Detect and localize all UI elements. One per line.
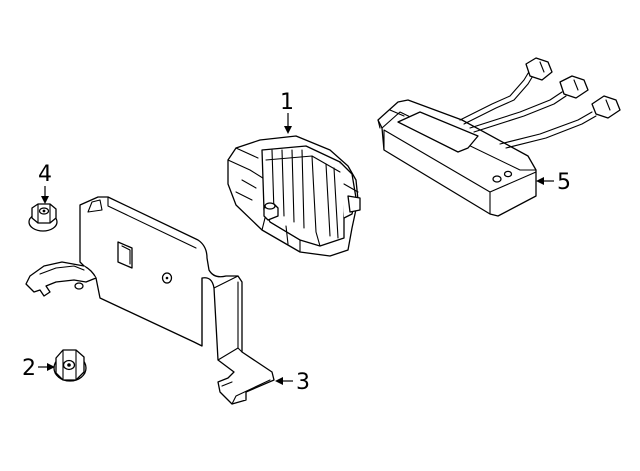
- flange-nut-bottom-part: [53, 349, 87, 382]
- callout-4: 4: [38, 162, 52, 187]
- callout-5: 5: [557, 170, 571, 195]
- callout-1: 1: [280, 90, 294, 115]
- callout-3: 3: [296, 370, 310, 395]
- callout-leaders: [38, 113, 554, 385]
- bracket-part: [25, 196, 275, 405]
- sensor-module-part: [227, 135, 361, 257]
- flange-nut-top-part: [28, 203, 58, 232]
- callout-2: 2: [22, 356, 36, 381]
- control-module-part: [377, 57, 621, 217]
